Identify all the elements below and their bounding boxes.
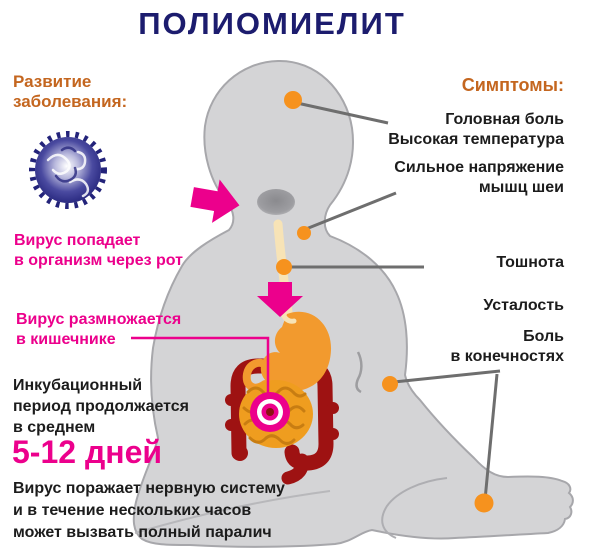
symptom-neck-tension-line2: мышц шеи: [478, 179, 564, 196]
arrow-to-gut-icon: [257, 282, 303, 317]
arm-marker-dot: [382, 376, 398, 392]
outcome-line3: может вызвать полный паралич: [13, 524, 272, 541]
step-virus-multiplies-line2: в кишечнике: [16, 331, 116, 348]
step-virus-multiplies-line1: Вирус размножается: [16, 311, 182, 328]
mouth-icon: [257, 189, 295, 215]
symptom-fatigue: Усталость: [483, 297, 564, 314]
incubation-line3: в среднем: [13, 419, 96, 436]
symptom-limb-pain-line1: Боль: [523, 328, 564, 345]
symptom-fever: Высокая температура: [388, 131, 564, 148]
step-virus-enters-line1: Вирус попадает: [14, 232, 141, 249]
outcome-line1: Вирус поражает нервную систему: [13, 480, 285, 497]
thigh-crease: [134, 490, 331, 534]
incubation-line1: Инкубационный: [13, 377, 143, 394]
throat-marker-dot: [276, 259, 292, 275]
page-title: ПОЛИОМИЕЛИТ: [138, 6, 406, 41]
gut-connector-line: [131, 336, 270, 398]
symptom-headache: Головная боль: [445, 111, 564, 128]
incubation-line2: период продолжается: [13, 398, 190, 415]
virus-icon: [29, 131, 107, 209]
leader-line-limb-arm: [393, 369, 501, 384]
leader-line-limb-leg: [483, 373, 499, 501]
symptom-neck-tension-line1: Сильное напряжение: [394, 159, 564, 176]
infection-site-target-icon: [250, 392, 290, 432]
leader-lines: [290, 101, 501, 501]
symptoms-heading: Симптомы:: [461, 75, 564, 95]
neck-marker-dot: [297, 226, 311, 240]
step-virus-enters-line2: в организм через рот: [14, 252, 183, 269]
symptom-limb-pain-line2: в конечностях: [450, 348, 565, 365]
underfoot-crease: [381, 477, 448, 539]
leader-line-neck: [305, 191, 397, 231]
leg-marker-dot: [474, 493, 494, 513]
development-heading: Развитие заболевания:: [13, 72, 128, 111]
symptom-marker-dots: [276, 91, 494, 513]
leader-line-headache: [296, 101, 389, 125]
belly-crease: [355, 351, 363, 394]
symptom-nausea: Тошнота: [496, 254, 564, 271]
arrow-into-mouth-icon: [190, 179, 240, 223]
incubation-duration: 5-12 дней: [12, 434, 163, 470]
outcome-line2: и в течение нескольких часов: [13, 502, 252, 519]
head-marker-dot: [284, 91, 302, 109]
